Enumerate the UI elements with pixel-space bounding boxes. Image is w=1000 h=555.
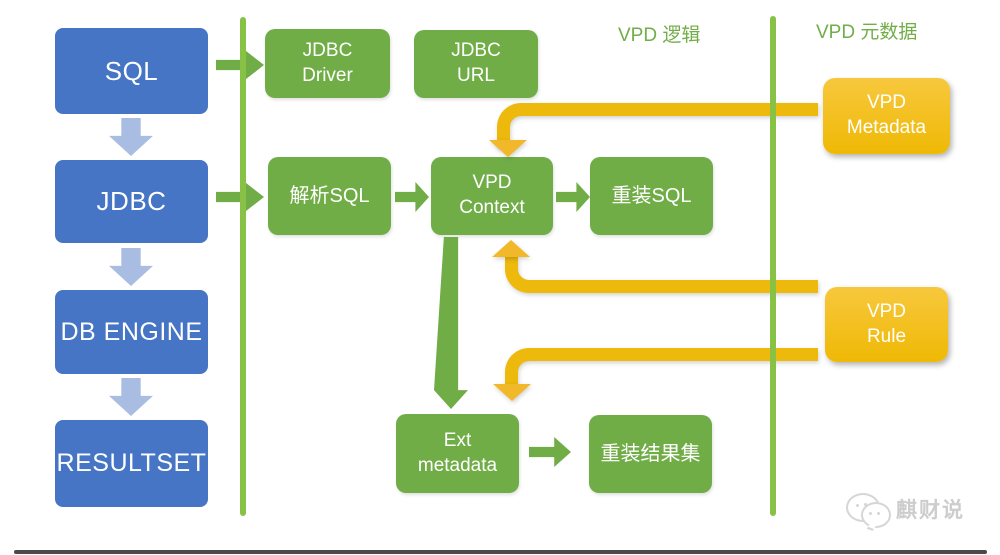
wechat-chat-bubbles-icon <box>846 491 891 531</box>
node-db-engine-label: DB ENGINE <box>60 317 203 346</box>
arrow-vpd-context-to-ext-metadata-icon <box>434 237 468 409</box>
node-jdbc-label: JDBC <box>96 186 167 216</box>
watermark: 麒财说 <box>846 491 986 531</box>
section-label-vpd-metadata: VPD 元数据 <box>816 22 918 43</box>
bottom-edge-bar <box>14 550 987 554</box>
node-rebuild-sql: 重装SQL <box>590 157 713 235</box>
arrow-down-dbengine-to-resultset-icon <box>109 378 153 416</box>
arrowhead-vpd-metadata-to-vpd-context-icon <box>489 140 527 157</box>
arrow-vpd-metadata-to-vpd-context-icon <box>497 103 818 147</box>
arrow-down-sql-to-jdbc-icon <box>109 118 153 156</box>
node-sql-label: SQL <box>104 55 159 86</box>
node-parse-sql: 解析SQL <box>268 157 391 235</box>
arrow-ext-metadata-to-rebuild-resultset-icon <box>529 437 571 467</box>
node-db-engine: DB ENGINE <box>55 290 208 374</box>
node-sql: SQL <box>55 28 208 114</box>
arrow-vpd-rule-to-ext-metadata-icon <box>505 348 818 388</box>
node-resultset: RESULTSET <box>55 420 208 507</box>
node-rebuild-sql-label: 重装SQL <box>611 185 692 207</box>
arrow-parse-sql-to-vpd-context-icon <box>395 182 429 212</box>
arrow-down-jdbc-to-dbengine-icon <box>109 248 153 286</box>
node-jdbc: JDBC <box>55 160 208 243</box>
watermark-text: 麒财说 <box>896 499 965 522</box>
arrowhead-vpd-rule-to-ext-metadata-icon <box>493 384 531 401</box>
arrow-vpd-context-to-rebuild-sql-icon <box>556 182 590 212</box>
section-label-vpd-logic: VPD 逻辑 <box>618 25 701 46</box>
node-rebuild-resultset: 重装结果集 <box>589 415 712 493</box>
node-parse-sql-label: 解析SQL <box>289 185 370 207</box>
right-section-divider <box>770 16 776 516</box>
arrowhead-vpd-rule-to-vpd-context-icon <box>492 240 530 257</box>
left-section-divider <box>240 17 246 516</box>
node-resultset-label: RESULTSET <box>56 449 207 477</box>
node-rebuild-resultset-label: 重装结果集 <box>600 443 701 465</box>
